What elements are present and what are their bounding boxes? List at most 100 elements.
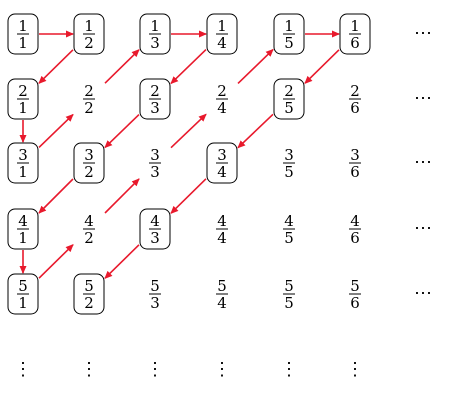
fraction-numerator: 1 bbox=[84, 17, 94, 35]
arrow-layer bbox=[19, 30, 340, 279]
fraction-denominator: 6 bbox=[350, 163, 360, 181]
fraction-cell-4-5: 45 bbox=[283, 212, 295, 247]
fraction-denominator: 4 bbox=[217, 99, 227, 117]
fraction-denominator: 2 bbox=[84, 229, 94, 247]
fraction-numerator: 5 bbox=[350, 277, 360, 295]
enumeration-arrow bbox=[237, 48, 274, 85]
column-ellipsis: ⋮ bbox=[146, 359, 164, 380]
fraction-cell-1-5: 15 bbox=[273, 13, 305, 55]
fraction-denominator: 3 bbox=[150, 294, 160, 312]
fraction-denominator: 2 bbox=[84, 34, 94, 52]
fraction-denominator: 6 bbox=[350, 294, 360, 312]
fraction-cell-4-6: 46 bbox=[349, 212, 361, 247]
fraction-cell-4-2: 42 bbox=[83, 212, 95, 247]
fraction-numerator: 2 bbox=[350, 82, 360, 100]
fraction-cell-5-5: 55 bbox=[283, 277, 295, 312]
fraction-denominator: 3 bbox=[150, 163, 160, 181]
fraction-cell-5-3: 53 bbox=[149, 277, 161, 312]
fraction-denominator: 6 bbox=[350, 34, 360, 52]
fraction-cell-1-4: 14 bbox=[206, 13, 238, 55]
fraction-numerator: 3 bbox=[18, 146, 28, 164]
fraction-numerator: 4 bbox=[284, 212, 294, 230]
fraction-cell-5-1: 51 bbox=[7, 273, 39, 315]
fraction-cell-2-6: 26 bbox=[349, 82, 361, 117]
fraction-cell-5-2: 52 bbox=[73, 273, 105, 315]
fraction-cell-3-2: 32 bbox=[73, 142, 105, 184]
column-ellipsis: ⋮ bbox=[213, 359, 231, 380]
fraction-cell-4-1: 41 bbox=[7, 208, 39, 250]
enumeration-arrow bbox=[104, 244, 140, 279]
fraction-numerator: 1 bbox=[18, 17, 28, 35]
fraction-denominator: 6 bbox=[350, 99, 360, 117]
fraction-cell-2-4: 24 bbox=[216, 82, 228, 117]
enumeration-arrow bbox=[104, 113, 140, 149]
fraction-cell-1-6: 16 bbox=[339, 13, 371, 55]
fraction-denominator: 3 bbox=[150, 99, 160, 117]
fraction-cell-1-3: 13 bbox=[139, 13, 171, 55]
fraction-cell-3-6: 36 bbox=[349, 146, 361, 181]
fraction-denominator: 1 bbox=[18, 163, 28, 181]
enumeration-arrow bbox=[38, 244, 74, 279]
fraction-denominator: 3 bbox=[150, 34, 160, 52]
row-ellipsis: ⋯ bbox=[414, 88, 432, 109]
fraction-denominator: 5 bbox=[284, 99, 294, 117]
column-ellipsis: ⋮ bbox=[346, 359, 364, 380]
fraction-denominator: 6 bbox=[350, 229, 360, 247]
cell-layer: 1112131415162122232425263132333435364142… bbox=[7, 13, 371, 315]
fraction-cell-2-5: 25 bbox=[273, 78, 305, 120]
fraction-numerator: 4 bbox=[84, 212, 94, 230]
enumeration-arrow bbox=[237, 113, 274, 149]
fraction-cell-3-1: 31 bbox=[7, 142, 39, 184]
fraction-cell-2-3: 23 bbox=[139, 78, 171, 120]
fraction-cell-2-2: 22 bbox=[83, 82, 95, 117]
fraction-numerator: 2 bbox=[217, 82, 227, 100]
fraction-numerator: 3 bbox=[217, 146, 227, 164]
fraction-denominator: 3 bbox=[150, 229, 160, 247]
enumeration-arrow bbox=[304, 49, 340, 84]
ellipsis-layer: ⋯⋯⋯⋯⋯⋮⋮⋮⋮⋮⋮ bbox=[14, 23, 432, 380]
fraction-denominator: 4 bbox=[217, 294, 227, 312]
fraction-denominator: 2 bbox=[84, 99, 94, 117]
fraction-numerator: 2 bbox=[284, 82, 294, 100]
fraction-numerator: 1 bbox=[150, 17, 160, 35]
fraction-cell-3-5: 35 bbox=[283, 146, 295, 181]
row-ellipsis: ⋯ bbox=[414, 152, 432, 173]
fraction-numerator: 5 bbox=[18, 277, 28, 295]
fraction-cell-3-4: 34 bbox=[206, 142, 238, 184]
row-ellipsis: ⋯ bbox=[414, 283, 432, 304]
fraction-denominator: 1 bbox=[18, 294, 28, 312]
column-ellipsis: ⋮ bbox=[14, 359, 32, 380]
enumeration-arrow bbox=[170, 48, 207, 85]
enumeration-arrow bbox=[104, 178, 140, 214]
row-ellipsis: ⋯ bbox=[414, 23, 432, 44]
enumeration-arrow bbox=[38, 113, 74, 149]
fraction-numerator: 2 bbox=[84, 82, 94, 100]
fraction-denominator: 1 bbox=[18, 229, 28, 247]
fraction-numerator: 2 bbox=[150, 82, 160, 100]
enumeration-arrow bbox=[38, 49, 74, 84]
column-ellipsis: ⋮ bbox=[80, 359, 98, 380]
fraction-denominator: 1 bbox=[18, 99, 28, 117]
enumeration-arrow bbox=[170, 178, 207, 214]
fraction-numerator: 4 bbox=[150, 212, 160, 230]
fraction-cell-3-3: 33 bbox=[149, 146, 161, 181]
fraction-numerator: 3 bbox=[150, 146, 160, 164]
enumeration-arrow bbox=[38, 178, 74, 214]
fraction-cell-2-1: 21 bbox=[7, 78, 39, 120]
fraction-denominator: 5 bbox=[284, 294, 294, 312]
fraction-numerator: 3 bbox=[284, 146, 294, 164]
fraction-numerator: 5 bbox=[217, 277, 227, 295]
enumeration-arrow bbox=[170, 113, 207, 149]
fraction-denominator: 5 bbox=[284, 34, 294, 52]
fraction-cell-5-6: 56 bbox=[349, 277, 361, 312]
fraction-numerator: 4 bbox=[18, 212, 28, 230]
fraction-numerator: 5 bbox=[84, 277, 94, 295]
fraction-numerator: 3 bbox=[84, 146, 94, 164]
fraction-cell-4-4: 44 bbox=[216, 212, 228, 247]
row-ellipsis: ⋯ bbox=[414, 218, 432, 239]
fraction-numerator: 4 bbox=[350, 212, 360, 230]
fraction-cell-4-3: 43 bbox=[139, 208, 171, 250]
fraction-denominator: 4 bbox=[217, 229, 227, 247]
fraction-denominator: 5 bbox=[284, 163, 294, 181]
